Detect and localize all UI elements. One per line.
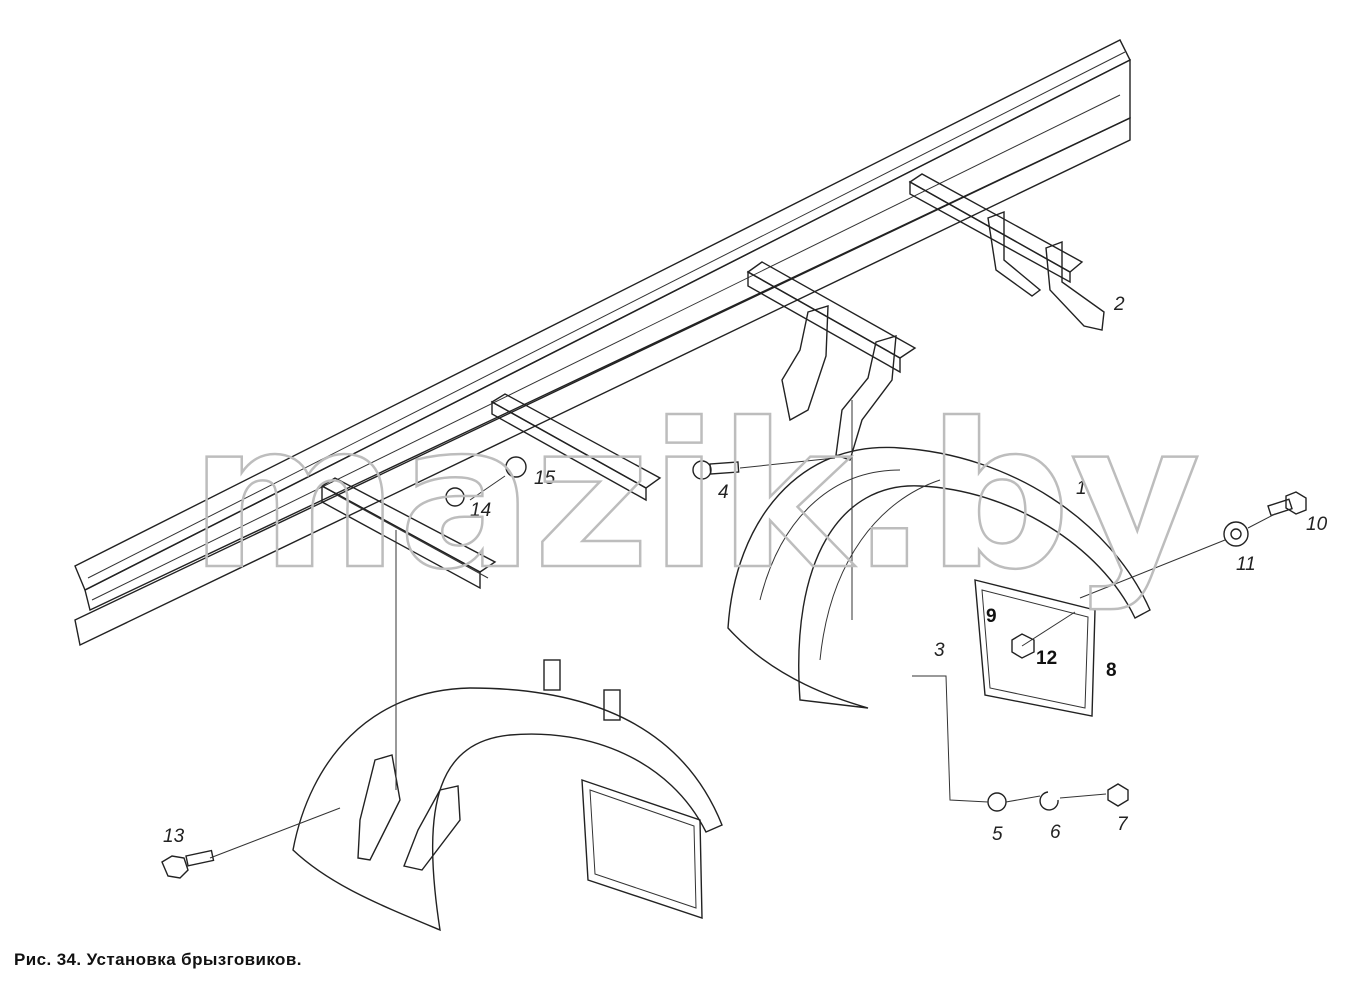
callout-5: 5 xyxy=(992,824,1003,845)
callout-13: 13 xyxy=(163,826,185,847)
bolt-4 xyxy=(692,460,740,480)
frame-beam xyxy=(74,39,1131,647)
callout-15: 15 xyxy=(534,468,556,489)
callout-9: 9 xyxy=(986,606,997,627)
nut-7 xyxy=(1107,783,1129,807)
mudguard-right xyxy=(727,446,1151,709)
nut-15 xyxy=(505,456,527,478)
callout-8: 8 xyxy=(1106,660,1117,681)
spring-washer-6 xyxy=(1039,791,1059,811)
bolt-10 xyxy=(1267,491,1307,517)
callout-12: 12 xyxy=(1036,648,1057,669)
callout-14: 14 xyxy=(470,500,491,521)
cross-member-upper xyxy=(746,261,917,461)
callout-11: 11 xyxy=(1236,554,1256,575)
washer-14 xyxy=(445,487,465,507)
callout-3: 3 xyxy=(934,640,945,661)
callout-6: 6 xyxy=(1050,822,1061,843)
mudguard-left xyxy=(292,659,723,932)
cross-member-middle xyxy=(490,393,662,502)
watermark: mazik.by xyxy=(190,381,1201,614)
callout-2: 2 xyxy=(1113,294,1125,315)
washer-11 xyxy=(1223,521,1249,547)
mudflap-plate-left xyxy=(581,779,703,919)
figure-caption: Рис. 34. Установка брызговиков. xyxy=(14,950,302,969)
cross-member-left xyxy=(320,477,497,590)
washer-5 xyxy=(987,792,1007,812)
cross-member-rear xyxy=(908,173,1105,331)
bolt-13 xyxy=(161,849,215,879)
callout-1: 1 xyxy=(1076,478,1087,499)
callout-4: 4 xyxy=(718,482,729,503)
callout-10: 10 xyxy=(1306,514,1328,535)
nut-12 xyxy=(1011,633,1035,659)
assembly-lines xyxy=(209,400,1276,859)
callout-7: 7 xyxy=(1117,814,1129,835)
mudflap-plate-right xyxy=(974,579,1096,717)
